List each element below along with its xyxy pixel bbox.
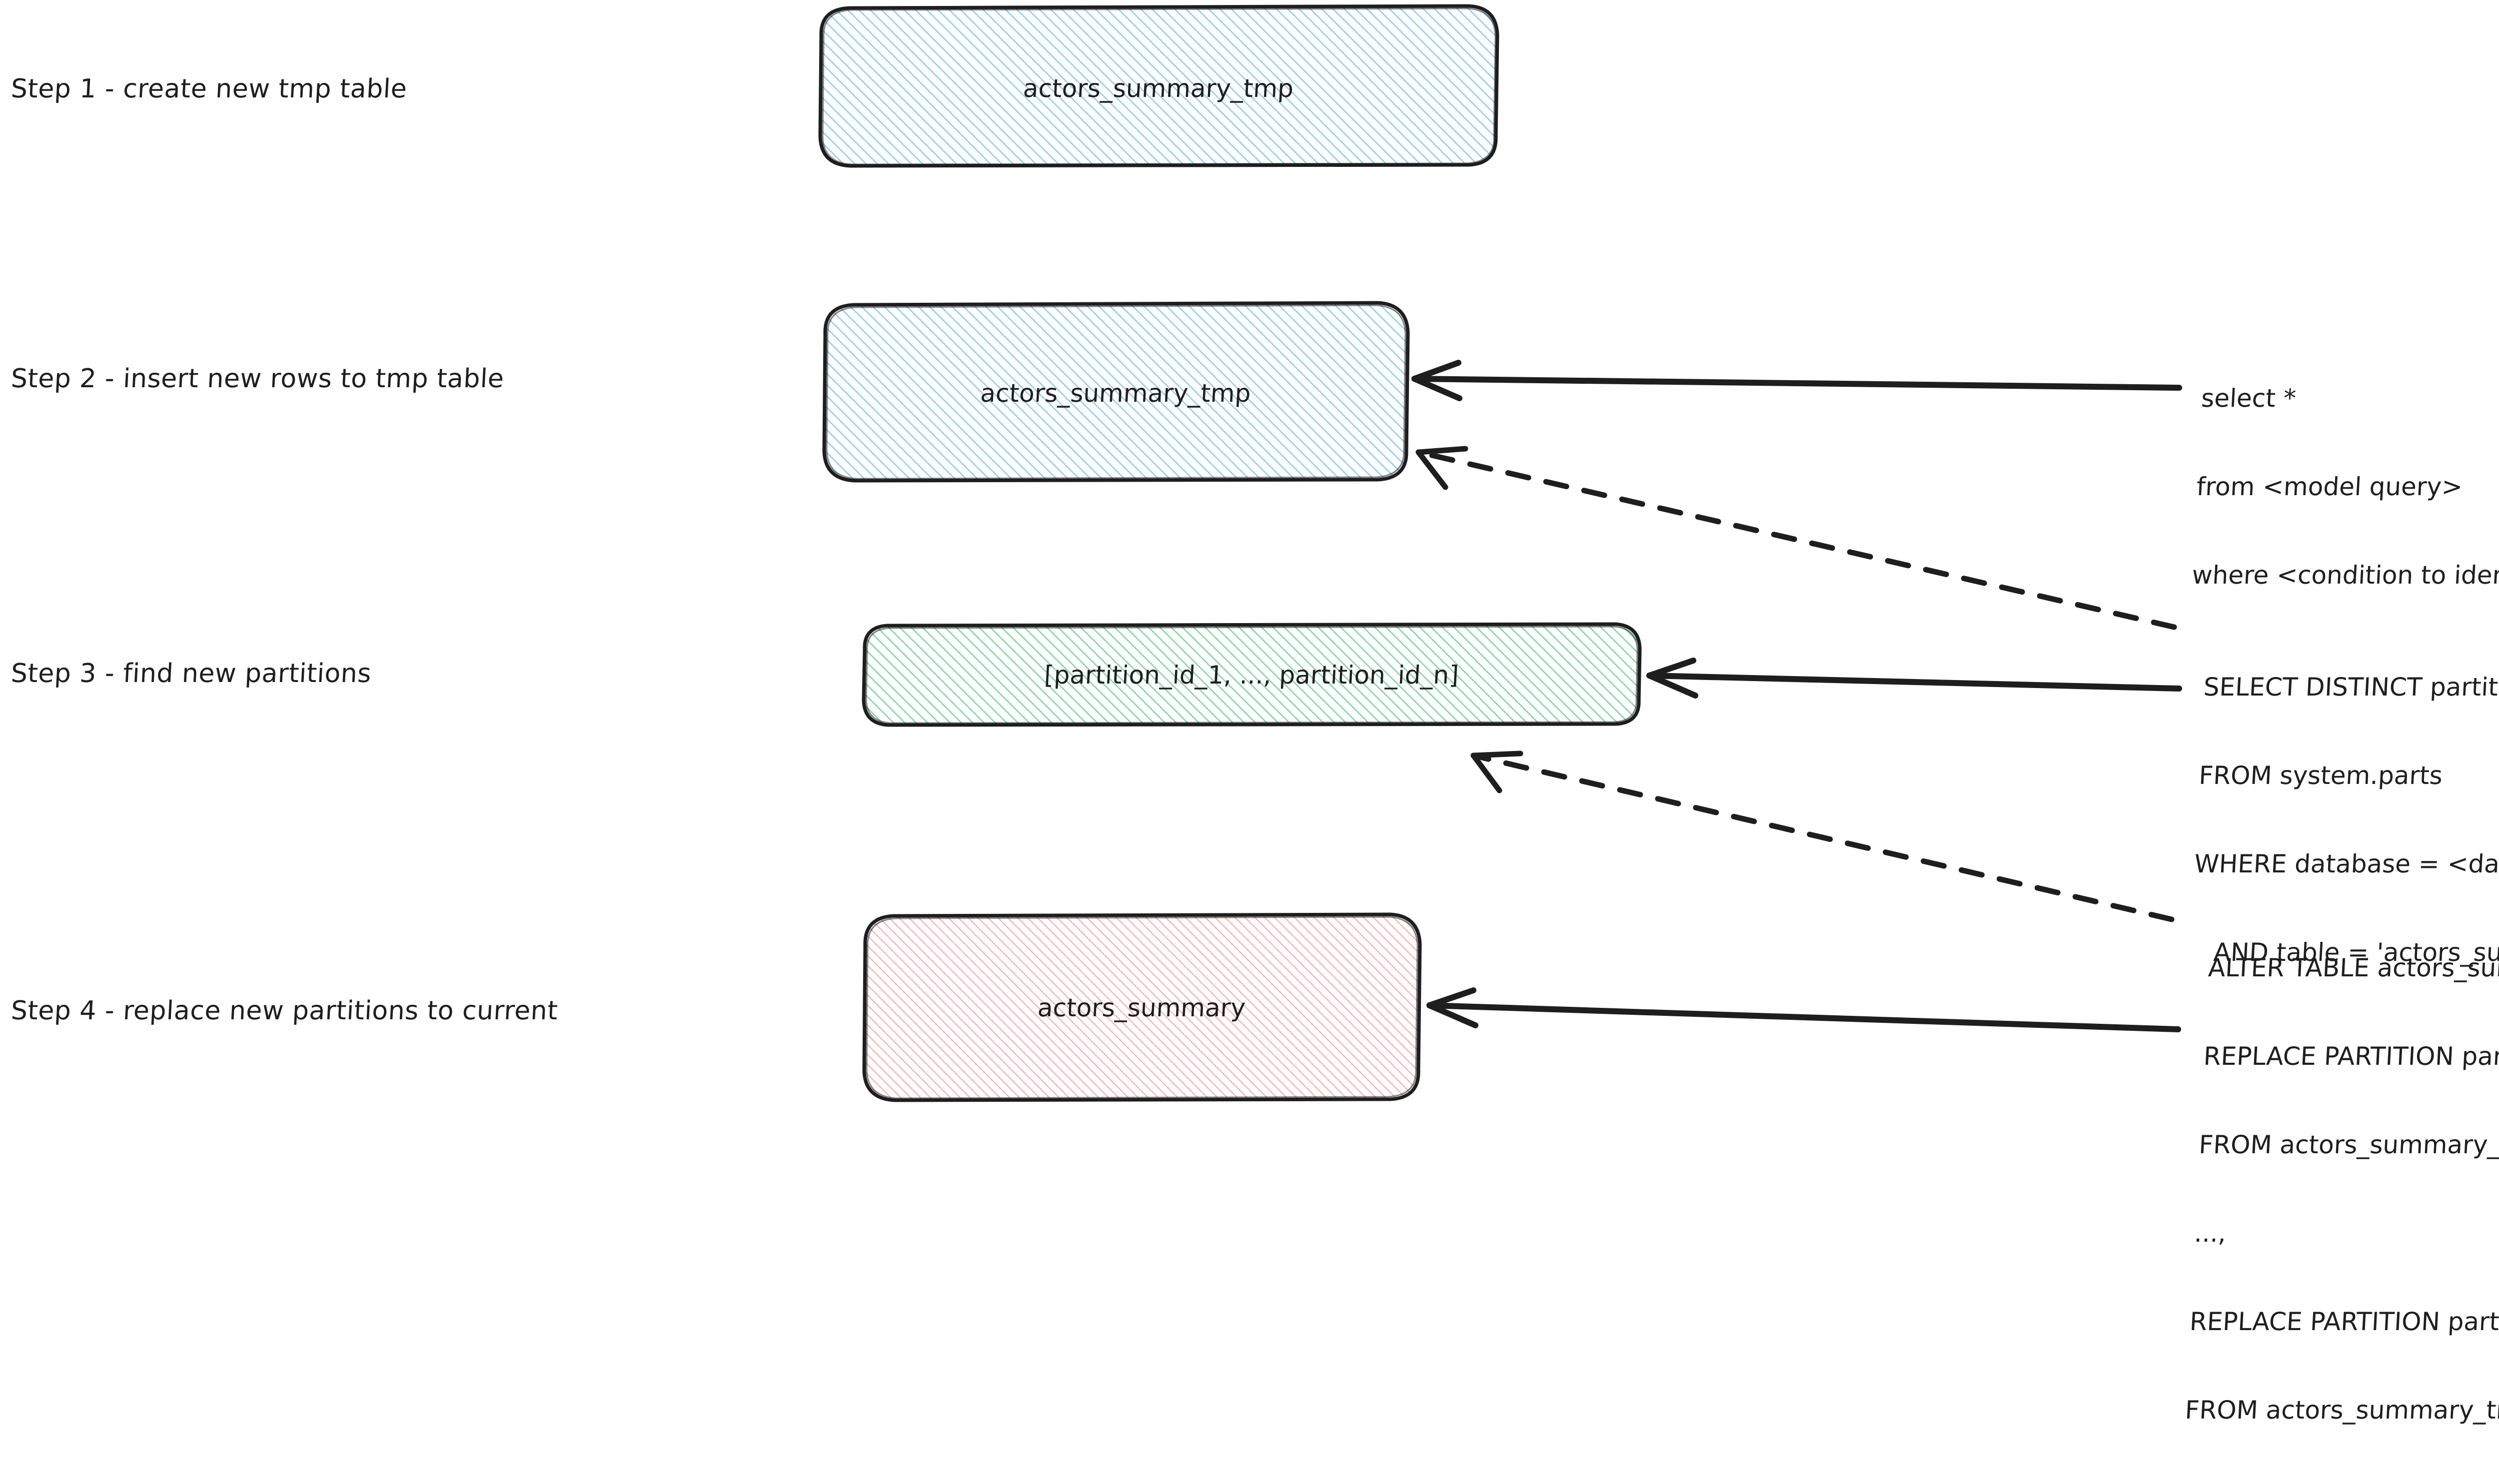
diagram-shapes-layer	[818, 4, 2182, 1102]
sql-replace-partitions-line-6: FROM actors_summary_tmp,	[2184, 1396, 2499, 1425]
arrow-find-sql-to-tmp-2	[1415, 446, 2177, 630]
node-tmp-2-shape[interactable]	[822, 301, 1410, 483]
arrow-replace-sql-to-summary	[1426, 987, 2181, 1032]
sql-find-partitions-line-2: FROM system.parts	[2198, 761, 2444, 790]
sql-insert-rows: select * from <model query> where <condi…	[2188, 325, 2499, 649]
diagram-canvas: Step 1 - create new tmp table Step 2 - i…	[10, 4, 2499, 1425]
sql-find-partitions-line-3: WHERE database = <database>	[2193, 849, 2499, 878]
sql-replace-partitions-line-4: ...,	[2193, 1219, 2227, 1248]
step-label-1: Step 1 - create new tmp table	[10, 74, 408, 104]
sql-insert-rows-line-2: from <model query>	[2196, 472, 2464, 501]
node-partitions-shape[interactable]	[862, 622, 1642, 727]
sql-insert-rows-line-3: where <condition to identify new>	[2191, 561, 2499, 590]
node-actors-summary-shape[interactable]	[862, 912, 1422, 1102]
arrow-replace-sql-to-partitions	[1470, 750, 2175, 922]
sql-replace-partitions-line-2: REPLACE PARTITION partition_id_1	[2203, 1042, 2499, 1071]
sql-insert-rows-line-1: select *	[2200, 384, 2297, 413]
sql-replace-partitions-line-1: ALTER TABLE actors_summary	[2207, 953, 2499, 982]
arrow-insert-sql-to-tmp-2	[1411, 360, 2182, 401]
sql-find-partitions-line-1: SELECT DISTINCT partition_id	[2203, 673, 2499, 702]
sql-replace-partitions-line-5: REPLACE PARTITION partition_id_n	[2189, 1307, 2499, 1336]
sql-replace-partitions-line-3: FROM actors_summary_tmp,	[2198, 1130, 2499, 1159]
step-label-4: Step 4 - replace new partitions to curre…	[10, 996, 559, 1026]
node-tmp-1-shape[interactable]	[818, 4, 1499, 168]
arrow-find-sql-to-partitions	[1646, 658, 2182, 699]
sql-replace-partitions: ALTER TABLE actors_summary REPLACE PARTI…	[2181, 894, 2499, 1484]
step-label-3: Step 3 - find new partitions	[10, 659, 372, 689]
step-label-2: Step 2 - insert new rows to tmp table	[10, 364, 505, 394]
